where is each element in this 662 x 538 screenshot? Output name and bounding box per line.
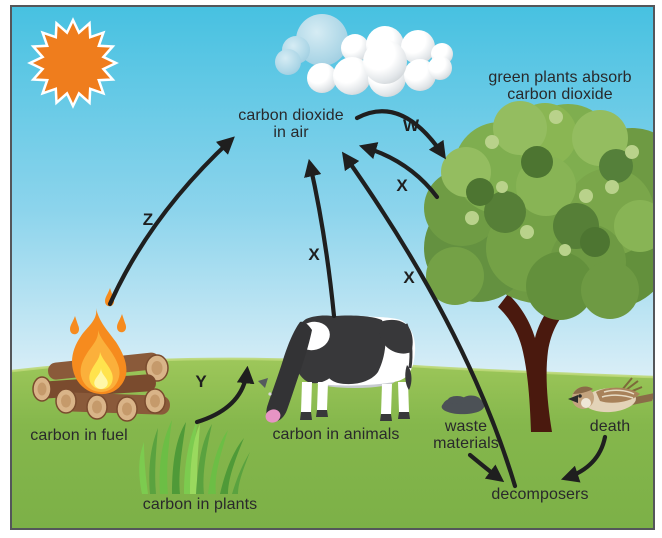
label-green-plants-absorb: green plants absorb carbon dioxide (460, 69, 660, 103)
label-carbon-in-animals: carbon in animals (272, 426, 400, 443)
diagram-border (10, 5, 655, 530)
label-green-plants-line1: green plants absorb (488, 69, 632, 86)
label-co2-line2: in air (273, 123, 309, 141)
arrow-label-x-animals: X (308, 245, 320, 264)
cow (258, 315, 416, 423)
arrow-x-tree-to-co2 (358, 142, 440, 200)
label-waste-line1: waste (444, 418, 488, 435)
arrow-label-x-tree: X (396, 176, 408, 195)
campfire (32, 288, 170, 422)
grass-tuft (139, 418, 250, 494)
label-carbon-in-plants: carbon in plants (142, 496, 258, 513)
label-green-plants-line2: carbon dioxide (507, 85, 613, 103)
arrow-x-decomposers-to-co2 (341, 151, 518, 489)
tree-trunk (498, 294, 571, 432)
arrow-label-w: W (402, 116, 420, 135)
arrow-w-co2-to-tree (354, 109, 446, 160)
arrow-death-to-decomposers (560, 434, 608, 483)
cloud-icon (275, 14, 453, 97)
label-co2-line1: carbon dioxide (238, 107, 344, 124)
dead-bird-icon (568, 377, 653, 413)
label-death: death (589, 418, 631, 435)
label-waste-materials: waste materials (406, 418, 526, 452)
label-waste-line2: materials (433, 434, 499, 452)
arrow-label-y: Y (195, 372, 207, 391)
arrow-z-fuel-to-co2 (107, 136, 235, 307)
label-carbon-dioxide-in-air: carbon dioxide in air (191, 107, 391, 141)
flame (70, 288, 127, 395)
arrow-label-x-decomposers: X (403, 268, 415, 287)
arrow-x-animals-to-co2 (304, 158, 337, 319)
label-decomposers: decomposers (491, 486, 589, 503)
tree-canopy (424, 101, 653, 320)
arrow-waste-to-decomposers (467, 452, 505, 483)
flow-arrows (107, 109, 608, 489)
label-carbon-in-fuel: carbon in fuel (30, 427, 128, 444)
waste-pile (441, 395, 485, 415)
arrow-y-plants-to-animals (194, 365, 255, 425)
sun-icon (27, 17, 119, 109)
arrow-label-z: Z (142, 210, 154, 229)
